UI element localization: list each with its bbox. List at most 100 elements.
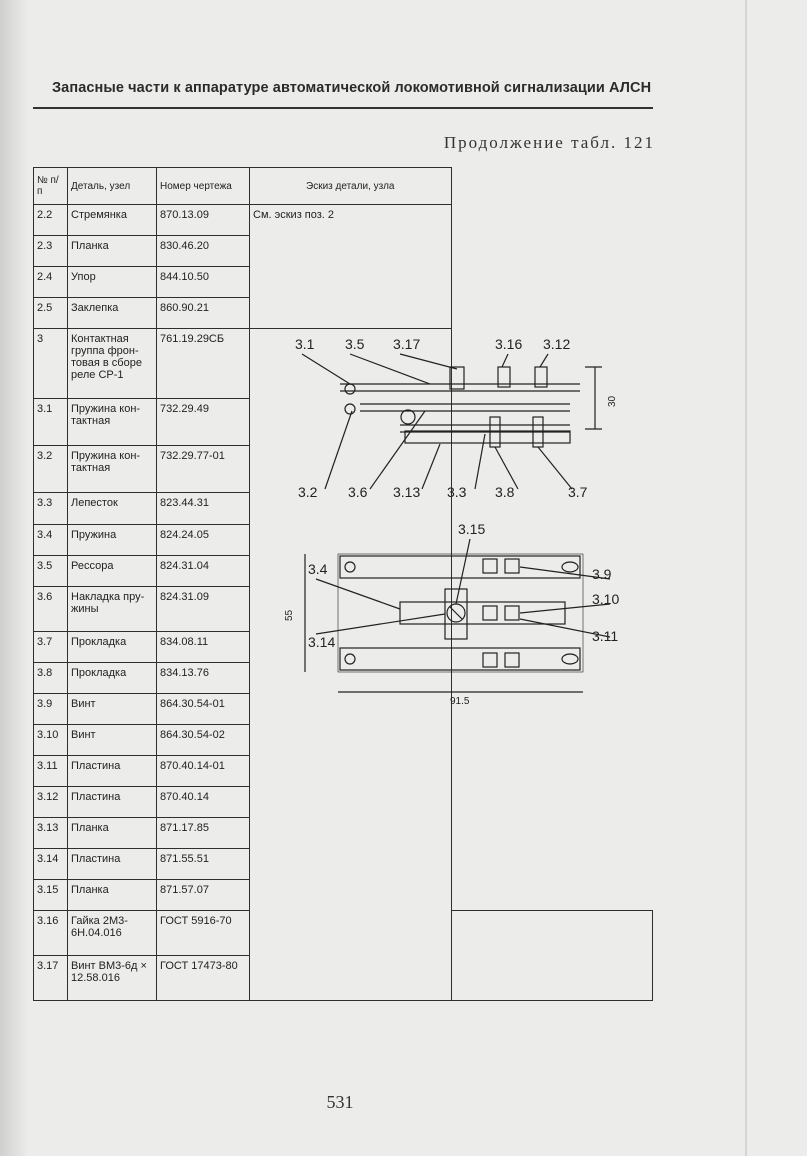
row-drawing: 732.29.77-01 — [156, 445, 250, 493]
table-row: 2.2 Стремянка 870.13.09 См. эскиз поз. 2 — [33, 204, 653, 329]
callout-label: 3.6 — [348, 484, 368, 500]
table-row: 2.3 Планка 830.46.20 — [33, 235, 653, 267]
row-number: 3.17 — [33, 955, 68, 1001]
screw-3-11 — [482, 652, 498, 668]
row-drawing: ГОСТ 17473-80 — [156, 955, 250, 1001]
rivet-icon — [400, 409, 416, 425]
row-detail: Винт — [67, 724, 157, 756]
leader-line — [421, 443, 441, 490]
dimension-label-30: 30 — [607, 395, 618, 407]
header-rule — [33, 107, 653, 109]
rivet-icon — [344, 403, 356, 415]
row-number: 3.13 — [33, 817, 68, 849]
row-detail: Стремянка — [67, 204, 157, 236]
row-number: 3.8 — [33, 662, 68, 694]
callout-label: 3.3 — [447, 484, 467, 500]
row-detail: Пластина — [67, 786, 157, 818]
leader-line — [501, 353, 509, 368]
row-detail: Контактная группа фрон-товая в сборе рел… — [67, 328, 157, 399]
table-row: 3.13 Планка 871.17.85 — [33, 817, 653, 849]
row-number: 3.14 — [33, 848, 68, 880]
screw-3-9 — [504, 558, 520, 574]
row-detail: Пластина — [67, 848, 157, 880]
row-number: 3.7 — [33, 631, 68, 663]
callout-label: 3.14 — [308, 634, 335, 650]
leader-line — [369, 410, 426, 490]
page-shadow — [0, 0, 28, 1156]
col-header-sketch: Эскиз детали, узла — [249, 167, 452, 205]
see-sketch-note: См. эскиз поз. 2 — [249, 204, 452, 329]
table-row: 2.5 Заклепка 860.90.21 — [33, 297, 653, 329]
row-number: 2.3 — [33, 235, 68, 267]
row-number: 3.6 — [33, 586, 68, 632]
screw-3-17 — [449, 366, 465, 390]
row-detail: Прокладка — [67, 631, 157, 663]
callout-label: 3.5 — [345, 336, 365, 352]
table-row: 2.4 Упор 844.10.50 — [33, 266, 653, 298]
screw-3-10 — [482, 605, 498, 621]
row-number: 3.11 — [33, 755, 68, 787]
callout-label: 3.4 — [308, 561, 328, 577]
callout-label: 3.17 — [393, 336, 420, 352]
row-detail: Прокладка — [67, 662, 157, 694]
row-number: 3.1 — [33, 398, 68, 446]
row-drawing: 823.44.31 — [156, 492, 250, 525]
row-drawing: 761.19.29СБ — [156, 328, 250, 399]
screw-3-9 — [482, 558, 498, 574]
row-drawing: 864.30.54-02 — [156, 724, 250, 756]
plank-3-13 — [404, 430, 571, 444]
leader-line — [494, 446, 519, 490]
row-number: 3.3 — [33, 492, 68, 525]
row-drawing: 860.90.21 — [156, 297, 250, 329]
row-drawing: 871.55.51 — [156, 848, 250, 880]
col-header-number: № п/п — [33, 167, 68, 205]
row-drawing: 864.30.54-01 — [156, 693, 250, 725]
row-drawing: 824.31.04 — [156, 555, 250, 587]
leader-line — [519, 566, 611, 580]
row-number: 3 — [33, 328, 68, 399]
col-header-drawing: Номер чертежа — [156, 167, 250, 205]
hole-icon — [344, 653, 356, 665]
table-row: 3.8 Прокладка 834.13.76 — [33, 662, 653, 694]
plan-spring-top — [339, 555, 581, 579]
row-drawing: 732.29.49 — [156, 398, 250, 446]
leader-line — [474, 433, 486, 490]
row-detail: Пружина — [67, 524, 157, 556]
page-header-title: Запасные части к аппаратуре автоматическ… — [52, 80, 652, 96]
row-detail: Пружина кон-тактная — [67, 398, 157, 446]
row-detail: Планка — [67, 817, 157, 849]
row-detail: Гайка 2М3-6Н.04.016 — [67, 910, 157, 956]
row-number: 3.16 — [33, 910, 68, 956]
leader-line — [301, 353, 351, 385]
sketch-empty-cell — [450, 910, 653, 1001]
row-number: 3.2 — [33, 445, 68, 493]
callout-label: 3.13 — [393, 484, 420, 500]
leader-line — [349, 353, 431, 385]
screw-3-10 — [504, 605, 520, 621]
table-row: 3.15 Планка 871.57.07 — [33, 879, 653, 911]
callout-label: 3.8 — [495, 484, 515, 500]
row-number: 3.5 — [33, 555, 68, 587]
table-row: 3.6 Накладка пру-жины 824.31.09 — [33, 586, 653, 632]
table-row: 3.9 Винт 864.30.54-01 — [33, 693, 653, 725]
row-detail: Заклепка — [67, 297, 157, 329]
table-row: 3.2 Пружина кон-тактная 732.29.77-01 — [33, 445, 653, 493]
leader-line — [455, 538, 471, 605]
row-drawing: 834.08.11 — [156, 631, 250, 663]
row-detail: Планка — [67, 235, 157, 267]
row-detail: Пластина — [67, 755, 157, 787]
table-row: 3.7 Прокладка 834.08.11 — [33, 631, 653, 663]
leader-line — [519, 618, 611, 638]
row-number: 3.10 — [33, 724, 68, 756]
plate-3-12 — [534, 366, 548, 388]
table-continuation-caption: Продолжение табл. 121 — [443, 133, 655, 152]
row-drawing: 824.24.05 — [156, 524, 250, 556]
row-drawing: 844.10.50 — [156, 266, 250, 298]
plate-3-14 — [444, 588, 468, 640]
leader-line — [315, 578, 401, 610]
table-row: 3.17 Винт ВМ3-6д × 12.58.016 ГОСТ 17473-… — [33, 955, 653, 1001]
callout-label: 3.1 — [295, 336, 315, 352]
table-row: 3 Контактная группа фрон-товая в сборе р… — [33, 328, 653, 1001]
leader-line — [399, 353, 458, 370]
table-row: 3.12 Пластина 870.40.14 — [33, 786, 653, 818]
